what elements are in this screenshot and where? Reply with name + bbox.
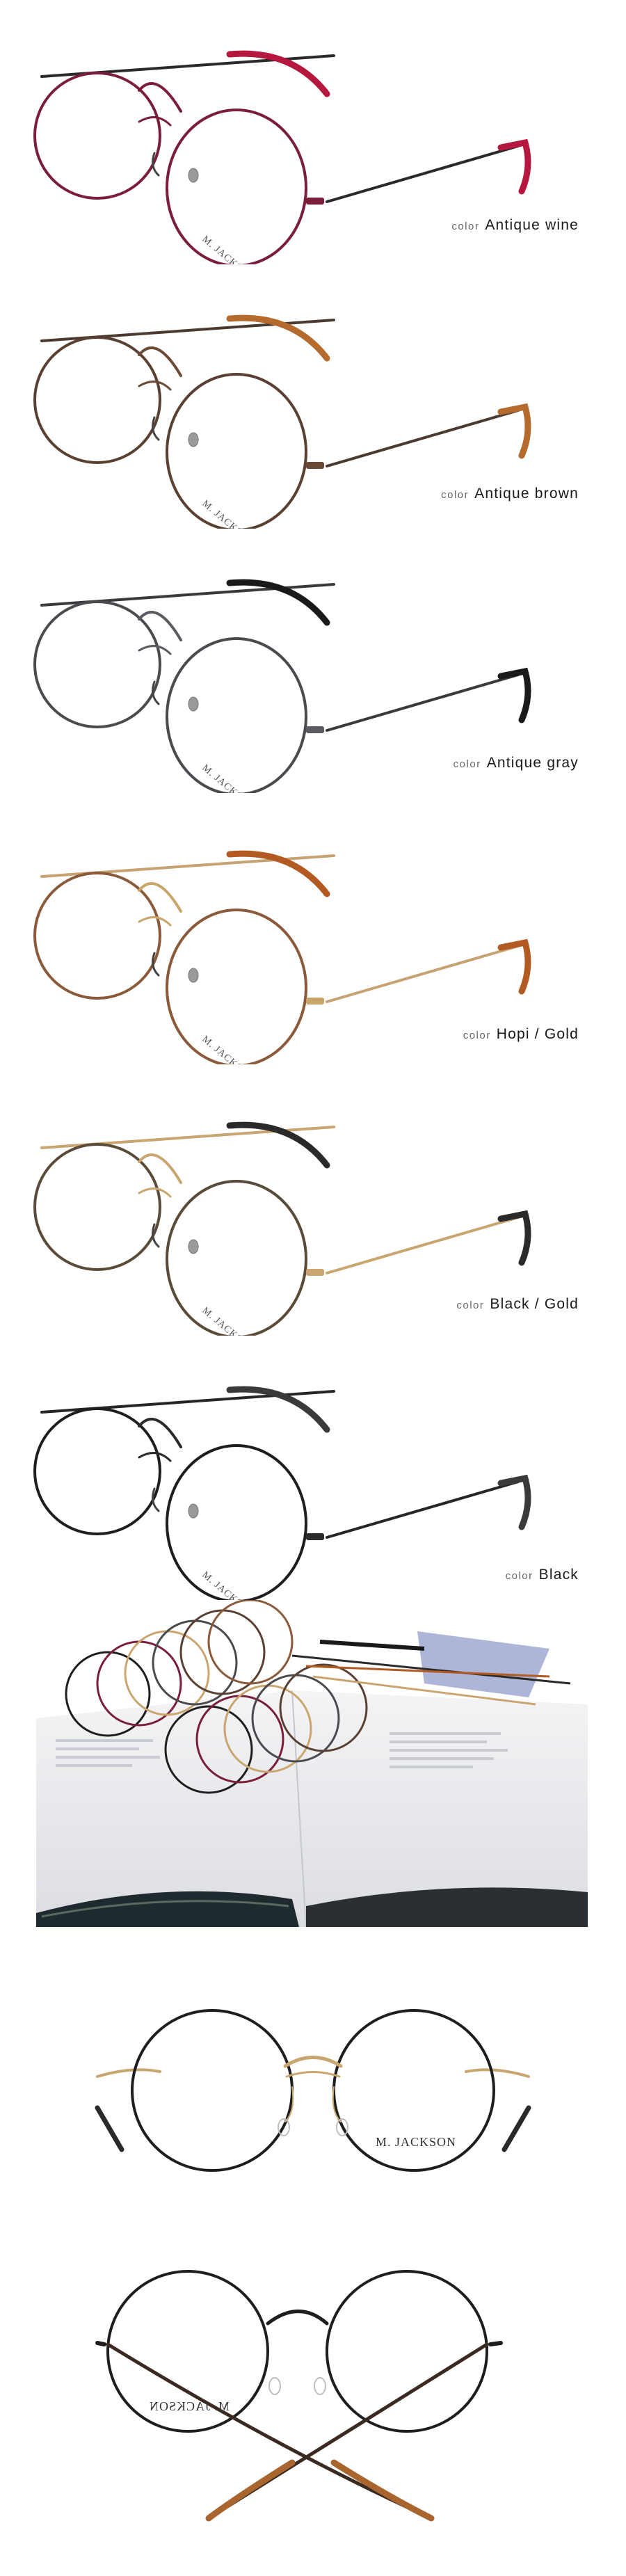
variant-panel: M. JACKSON xyxy=(0,292,626,543)
svg-text:M. JACKSON: M. JACKSON xyxy=(376,2135,456,2149)
variant-panel: M. JACKSON xyxy=(0,557,626,807)
color-prefix: color xyxy=(456,1299,485,1311)
front-view: M. JACKSON xyxy=(0,1990,626,2198)
glasses-image: M. JACKSON xyxy=(33,850,531,1064)
color-name: Antique brown xyxy=(474,486,579,502)
color-name: Antique gray xyxy=(486,755,579,771)
color-name: Black xyxy=(538,1567,579,1583)
variant-panel: M. JACKSON xyxy=(0,1099,626,1350)
back-brand-m: M. xyxy=(214,2399,230,2413)
glasses-image: M. JACKSON xyxy=(33,314,531,529)
front-view-image: M. JACKSON xyxy=(95,2009,531,2172)
svg-text:M. JACKSON: M. JACKSON xyxy=(149,2399,230,2413)
color-label: color Black xyxy=(506,1567,579,1583)
group-shot xyxy=(0,1600,626,1934)
front-brand-name: JACKSON xyxy=(395,2135,456,2149)
variant-panel: M. JACKSON xyxy=(0,1363,626,1614)
glasses-image: M. JACKSON xyxy=(33,1386,531,1600)
group-glasses-image xyxy=(36,1600,588,1928)
color-prefix: color xyxy=(505,1570,533,1582)
glasses-image: M. JACKSON xyxy=(33,50,531,264)
color-prefix: color xyxy=(453,758,481,770)
color-prefix: color xyxy=(451,221,480,232)
color-label: color Black / Gold xyxy=(456,1296,579,1313)
glasses-image: M. JACKSON xyxy=(33,579,531,793)
back-view-image: M. JACKSON xyxy=(95,2270,503,2522)
back-view: M. JACKSON xyxy=(0,2240,626,2546)
color-label: color Hopi / Gold xyxy=(463,1026,579,1043)
color-label: color Antique brown xyxy=(441,486,579,502)
variant-panel: M. JACKSON xyxy=(0,28,626,278)
color-name: Black / Gold xyxy=(490,1296,579,1312)
back-brand-name: JACKSON xyxy=(149,2399,210,2413)
color-prefix: color xyxy=(463,1030,491,1041)
color-name: Hopi / Gold xyxy=(496,1026,579,1042)
front-brand-m: M. xyxy=(376,2135,392,2149)
color-label: color Antique wine xyxy=(451,217,579,234)
color-label: color Antique gray xyxy=(454,755,579,771)
color-name: Antique wine xyxy=(485,217,579,233)
glasses-image: M. JACKSON xyxy=(33,1121,531,1336)
variant-panel: M. JACKSON xyxy=(0,828,626,1078)
color-prefix: color xyxy=(441,489,470,501)
